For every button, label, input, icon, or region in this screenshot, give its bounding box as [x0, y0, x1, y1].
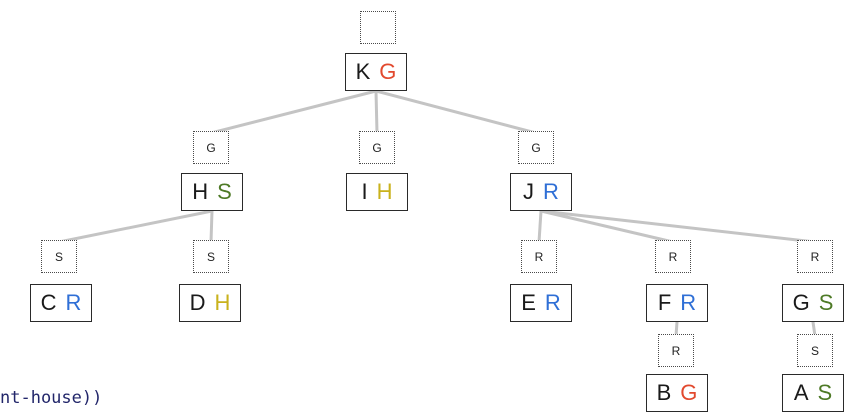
- edge-H-C: [57, 209, 214, 244]
- edge-J-F: [539, 209, 675, 244]
- node-color-letter: G: [379, 59, 397, 84]
- edge-J-G: [539, 209, 817, 244]
- tag-H: G: [193, 131, 229, 164]
- node-name: C: [40, 290, 57, 315]
- node-color-letter: R: [544, 290, 561, 315]
- node-name: D: [189, 290, 206, 315]
- node-name: A: [793, 380, 809, 405]
- tag-B: R: [658, 334, 694, 367]
- node-color-letter: H: [376, 179, 393, 204]
- node-color-letter: R: [680, 290, 697, 315]
- node-name: G: [792, 290, 810, 315]
- node-name: K: [355, 59, 371, 84]
- node-name: J: [523, 179, 535, 204]
- tag-A: S: [797, 334, 833, 367]
- tag-F: R: [655, 240, 691, 273]
- tag-C: S: [41, 240, 77, 273]
- node-color-letter: H: [214, 290, 231, 315]
- node-color-letter: S: [818, 290, 834, 315]
- node-name: I: [361, 179, 368, 204]
- node-name: E: [521, 290, 536, 315]
- node-name: H: [192, 179, 209, 204]
- node-name: F: [657, 290, 672, 315]
- code-fragment: nt-house)): [0, 388, 103, 408]
- tag-G: R: [797, 240, 833, 273]
- tag-I: G: [359, 131, 395, 164]
- edge-H-D: [209, 209, 214, 244]
- tag-K: [360, 11, 396, 44]
- edge-G-A: [811, 320, 817, 338]
- node-color-letter: S: [817, 380, 833, 405]
- node-color-letter: R: [543, 179, 559, 204]
- tag-E: R: [521, 240, 557, 273]
- edge-K-I: [374, 89, 379, 135]
- edge-F-B: [674, 320, 679, 338]
- tag-J: G: [518, 131, 554, 164]
- node-name: B: [656, 380, 672, 405]
- edge-J-E: [537, 209, 543, 244]
- node-color-letter: S: [217, 179, 232, 204]
- node-color-letter: G: [680, 380, 698, 405]
- tag-D: S: [193, 240, 229, 273]
- node-color-letter: R: [65, 290, 82, 315]
- edge-K-H: [209, 89, 378, 135]
- edge-K-J: [374, 89, 538, 135]
